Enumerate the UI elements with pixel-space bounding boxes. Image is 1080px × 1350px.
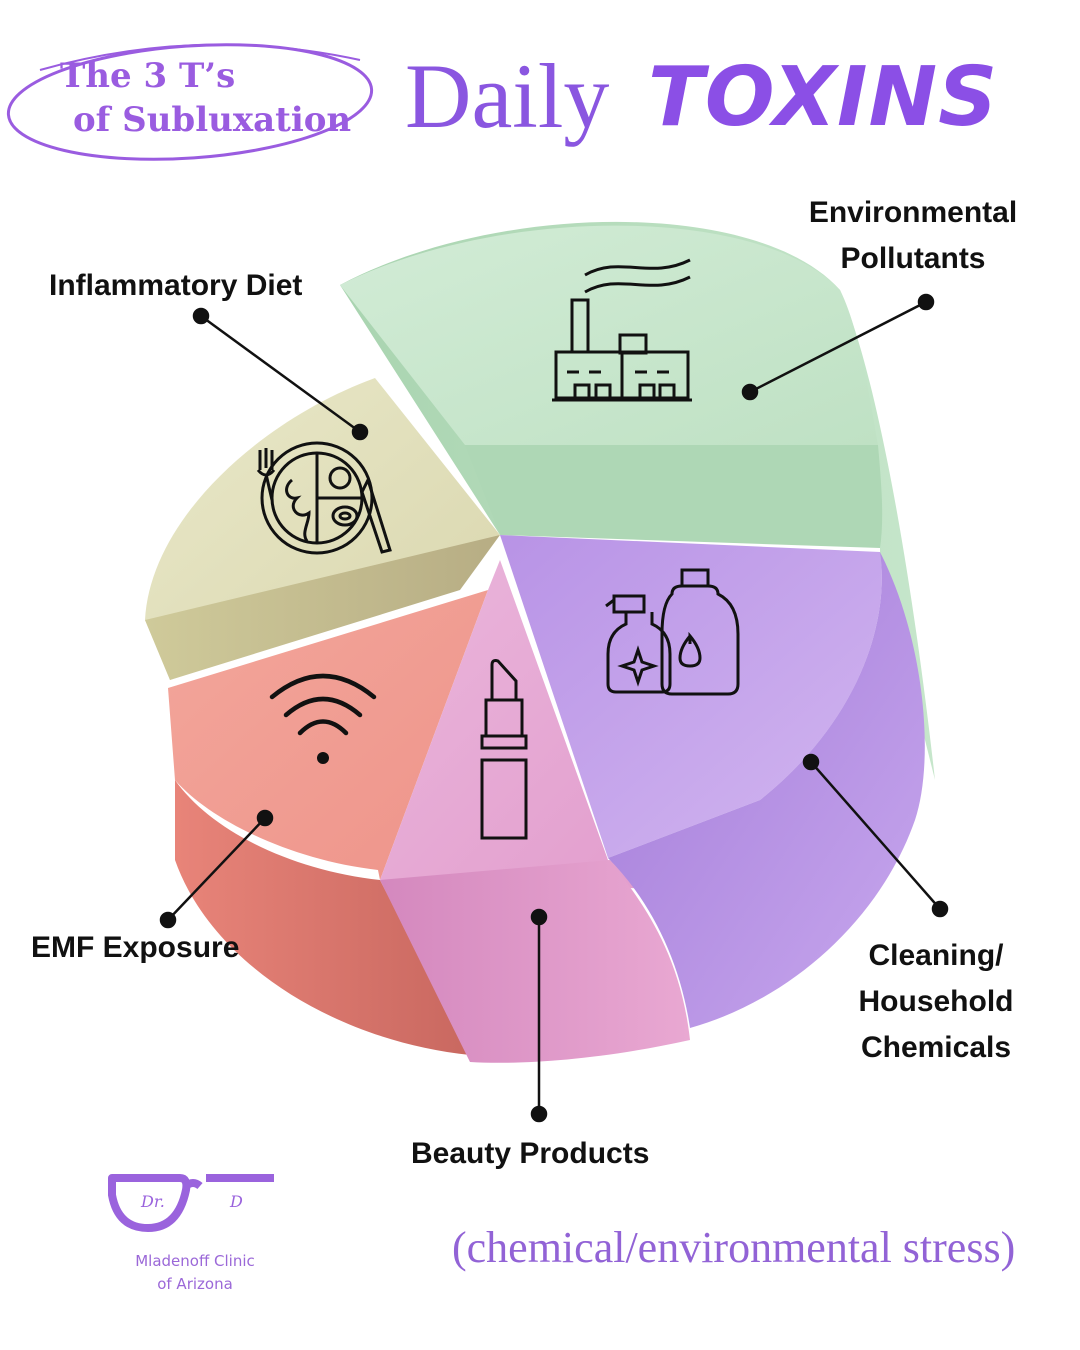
wifi-icon <box>269 673 377 764</box>
leader-beauty <box>530 908 548 1123</box>
leader-environmental <box>741 293 935 401</box>
logo-right-lens-text: D <box>230 1192 243 1211</box>
title-toxins: TOXINS <box>648 50 999 145</box>
lipstick-icon <box>480 659 528 840</box>
logo-left-lens-text: Dr. <box>141 1192 165 1211</box>
segment-beauty-products <box>380 560 690 1063</box>
leader-emf <box>159 809 274 929</box>
leader-cleaning <box>802 753 949 918</box>
factory-icon <box>552 258 692 402</box>
label-beauty-products: Beauty Products <box>411 1137 650 1170</box>
label-environmental-pollutants: Environmental Pollutants <box>808 196 1018 275</box>
leader-inflammatory <box>192 307 369 441</box>
badge-line-2: of Subluxation <box>73 100 352 140</box>
label-inflammatory-diet: Inflammatory Diet <box>49 269 303 302</box>
plate-icon <box>256 441 392 555</box>
clinic-line-1: Mladenoff Clinic <box>135 1252 255 1270</box>
clinic-line-2: of Arizona <box>157 1275 233 1293</box>
badge-line-1: The 3 T’s <box>60 56 236 96</box>
label-emf-exposure: EMF Exposure <box>31 931 240 964</box>
glasses-logo-icon <box>108 1174 274 1232</box>
series-badge: The 3 T’s of Subluxation <box>0 30 390 170</box>
clinic-name: Mladenoff Clinic of Arizona <box>100 1250 290 1296</box>
subtitle: (chemical/environmental stress) <box>452 1223 1016 1272</box>
title-daily: Daily <box>405 45 610 147</box>
label-cleaning-chemicals: Cleaning/ Household Chemicals <box>858 939 1014 1064</box>
cleaning-bottles-icon <box>605 568 740 696</box>
segment-inflammatory-diet <box>145 378 500 680</box>
segment-cleaning-chemicals <box>500 535 925 1028</box>
leader-lines <box>159 293 949 1123</box>
badge-ellipse-icon <box>6 43 374 161</box>
segment-emf-exposure <box>168 590 488 1055</box>
